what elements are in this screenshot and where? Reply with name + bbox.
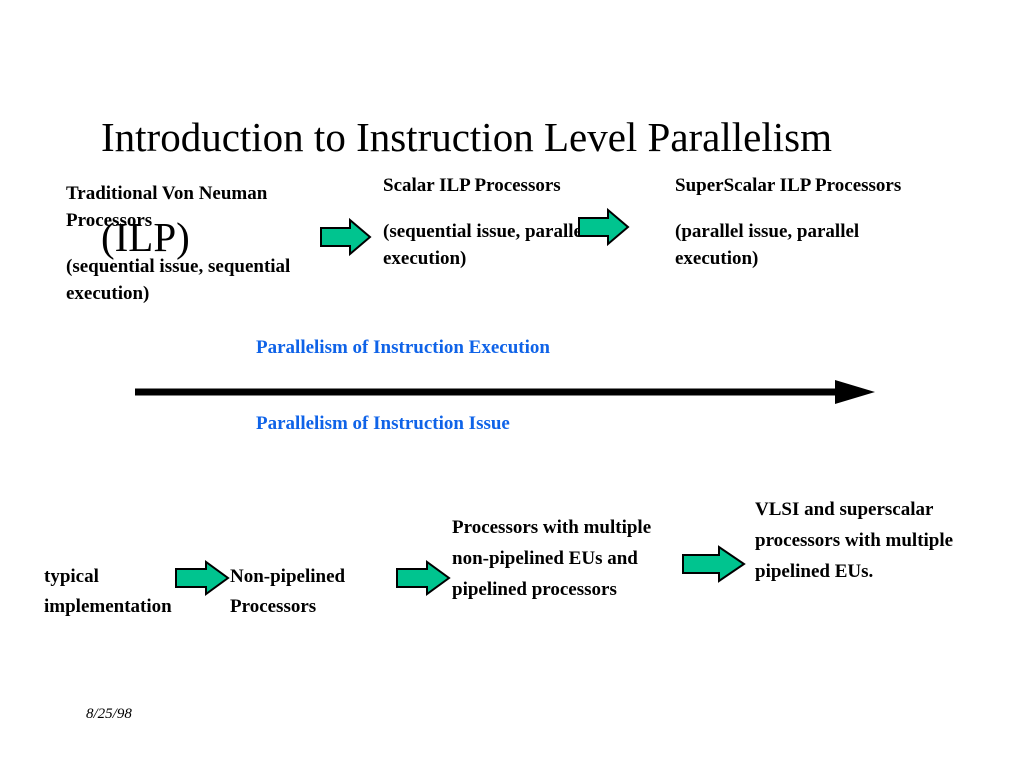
axis-caption-execution: Parallelism of Instruction Execution bbox=[256, 337, 550, 358]
axis-caption-issue: Parallelism of Instruction Issue bbox=[256, 413, 510, 434]
stage-detail: (sequential issue, sequential execution) bbox=[66, 256, 291, 304]
right-arrow-icon bbox=[135, 380, 875, 404]
page-title-line1: Introduction to Instruction Level Parall… bbox=[101, 114, 832, 160]
impl-vlsi-superscalar: VLSI and superscalar processors with mul… bbox=[755, 494, 970, 587]
impl-multiple-non-pipelined-eus: Processors with multiple non-pipelined E… bbox=[452, 512, 667, 605]
impl-typical-implementation: typical implementation bbox=[44, 562, 229, 622]
right-block-arrow-icon bbox=[682, 545, 746, 583]
stage-detail: (sequential issue, parallel execution) bbox=[383, 221, 588, 269]
impl-non-pipelined-processors: Non-pipelined Processors bbox=[230, 562, 405, 622]
stage-heading: Scalar ILP Processors bbox=[383, 175, 561, 196]
footer-date: 8/25/98 bbox=[86, 706, 132, 722]
right-block-arrow-icon bbox=[320, 217, 372, 257]
impl-text: typical implementation bbox=[44, 566, 172, 617]
stage-superscalar-ilp: SuperScalar ILP Processors (parallel iss… bbox=[675, 172, 935, 272]
impl-text: VLSI and superscalar processors with mul… bbox=[755, 499, 954, 582]
stage-traditional-von-neuman: Traditional Von Neuman Processors (seque… bbox=[66, 180, 326, 307]
impl-text: Processors with multiple non-pipelined E… bbox=[452, 517, 652, 600]
stage-heading: Traditional Von Neuman Processors bbox=[66, 183, 268, 231]
stage-scalar-ilp: Scalar ILP Processors (sequential issue,… bbox=[383, 172, 633, 272]
stage-detail: (parallel issue, parallel execution) bbox=[675, 221, 860, 269]
right-block-arrow-icon bbox=[578, 207, 630, 247]
stage-heading: SuperScalar ILP Processors bbox=[675, 175, 902, 196]
page-title: Introduction to Instruction Level Parall… bbox=[60, 62, 960, 312]
right-block-arrow-icon bbox=[175, 560, 230, 596]
page-title-line2: (ILP) bbox=[101, 214, 190, 260]
right-block-arrow-icon bbox=[396, 560, 451, 596]
impl-text: Non-pipelined Processors bbox=[230, 566, 346, 617]
